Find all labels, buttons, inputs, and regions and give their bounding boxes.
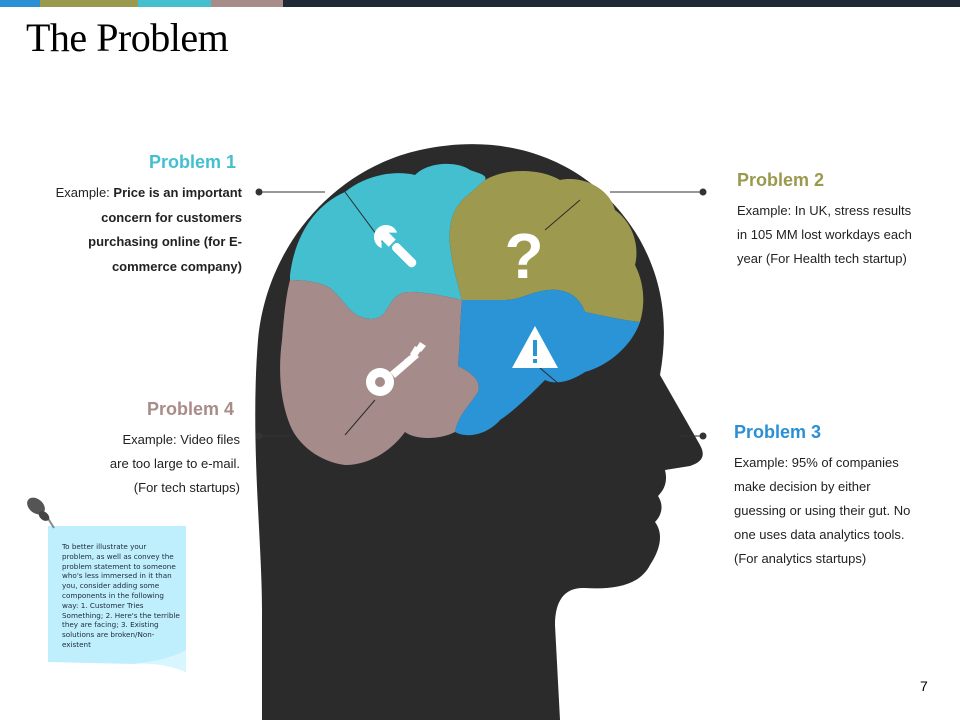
wrench-icon bbox=[373, 224, 417, 268]
question-mark-icon: ? bbox=[504, 220, 543, 292]
pushpin-icon bbox=[27, 497, 55, 529]
sticky-note-curl bbox=[132, 650, 186, 672]
page-number: 7 bbox=[920, 678, 928, 694]
problem-1-body: Example: Price is an important concern f… bbox=[40, 181, 242, 279]
leader-line-2-inner bbox=[544, 199, 581, 231]
problem-3-block: Problem 3 Example: 95% of companies make… bbox=[734, 422, 949, 571]
sticky-note-text: To better illustrate your problem, as we… bbox=[62, 542, 180, 649]
problem-2-block: Problem 2 Example: In UK, stress results… bbox=[737, 170, 952, 271]
problem-4-block: Problem 4 Example: Video files are too l… bbox=[40, 399, 240, 500]
brain-piece-olive bbox=[449, 171, 644, 322]
problem-4-body: Example: Video files are too large to e-… bbox=[109, 432, 240, 495]
problem-2-heading: Problem 2 bbox=[737, 170, 825, 190]
sticky-note bbox=[27, 497, 186, 672]
leader-line-4-inner bbox=[344, 399, 376, 436]
connector-problem-1 bbox=[255, 188, 325, 196]
sticky-note-paper bbox=[48, 526, 186, 672]
accent-segment-mauve bbox=[211, 0, 283, 7]
problem-3-body: Example: 95% of companies make decision … bbox=[734, 455, 911, 566]
accent-segment-olive bbox=[40, 0, 138, 7]
connector-problem-4 bbox=[255, 432, 290, 440]
problem-1-bold-text: Price is an important concern for custom… bbox=[88, 185, 242, 274]
key-icon bbox=[366, 342, 426, 396]
connector-problem-2 bbox=[610, 188, 707, 196]
problem-3-heading: Problem 3 bbox=[734, 422, 822, 442]
problem-2-body: Example: In UK, stress results in 105 MM… bbox=[737, 203, 912, 266]
warning-icon bbox=[512, 326, 558, 368]
problem-1-prefix: Example: bbox=[55, 185, 114, 200]
slide-title: The Problem bbox=[26, 15, 229, 60]
problem-4-heading: Problem 4 bbox=[146, 399, 234, 419]
accent-segment-blue bbox=[0, 0, 40, 7]
problem-1-block: Problem 1 Example: Price is an important… bbox=[40, 152, 242, 279]
leader-line-3-inner bbox=[539, 367, 561, 386]
connector-problem-3 bbox=[680, 432, 707, 440]
accent-segment-dark bbox=[283, 0, 960, 7]
accent-segment-teal bbox=[138, 0, 211, 7]
problem-1-heading: Problem 1 bbox=[148, 152, 236, 172]
top-accent-bar bbox=[0, 0, 960, 7]
